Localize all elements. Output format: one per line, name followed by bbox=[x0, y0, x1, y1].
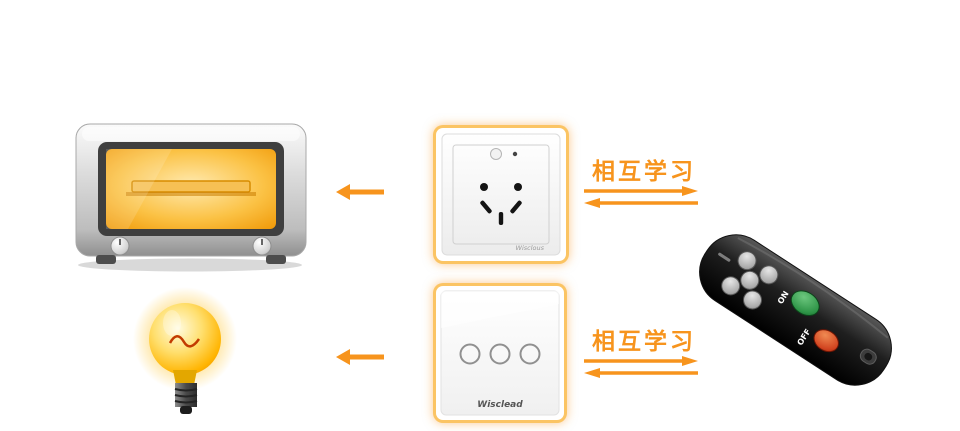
exchange-arrows-icon bbox=[584, 356, 698, 378]
light-bulb-illustration bbox=[130, 287, 242, 431]
exchange-arrows-bottom bbox=[584, 356, 698, 378]
smart-switch-panel: Wisclead bbox=[436, 286, 564, 420]
remote-button-right bbox=[759, 265, 779, 285]
oven-graphic bbox=[75, 123, 307, 272]
oven-knob-left bbox=[110, 236, 130, 256]
remote-lanyard-hole-inner bbox=[864, 352, 873, 361]
socket-brand-text: Wisclous bbox=[516, 244, 545, 252]
smart-socket-panel: Wisclous bbox=[436, 128, 566, 261]
bulb-screw-base bbox=[175, 383, 197, 407]
oven-glass-reflection bbox=[106, 149, 172, 229]
remote-button-up bbox=[737, 251, 757, 271]
remote-brand-print bbox=[718, 252, 731, 262]
socket-hole-left bbox=[480, 183, 488, 191]
arrow-left-icon bbox=[336, 349, 384, 365]
remote-on-button bbox=[790, 290, 820, 317]
socket-slot-left bbox=[480, 200, 492, 214]
learn-label-bottom: 相互学习 bbox=[584, 322, 704, 356]
arrow-socket-to-oven bbox=[336, 182, 384, 202]
socket-faceplate bbox=[441, 133, 561, 256]
oven-top-highlight bbox=[82, 127, 300, 141]
socket-inner-frame bbox=[452, 144, 550, 245]
oven-rack-shadow bbox=[126, 192, 256, 196]
remote-button-center bbox=[740, 270, 760, 290]
socket-indicator-led bbox=[512, 151, 518, 157]
remote-gloss bbox=[737, 237, 889, 339]
socket-slot-right bbox=[510, 200, 522, 214]
switch-touch-circle-3 bbox=[519, 343, 541, 365]
learn-label-top: 相互学习 bbox=[584, 152, 704, 186]
socket-graphic: Wisclous bbox=[441, 133, 561, 256]
oven-foot-right bbox=[266, 255, 286, 264]
oven-foot-left bbox=[96, 255, 116, 264]
oven-illustration bbox=[62, 118, 320, 273]
bulb-thread-2 bbox=[174, 394, 198, 398]
bulb-thread-1 bbox=[174, 388, 198, 392]
remote-graphic: ON OFF bbox=[699, 234, 892, 386]
socket-reset-button bbox=[490, 148, 502, 160]
bulb-contact-tip bbox=[180, 406, 192, 414]
learn-label-top-text: 相互学习 bbox=[592, 159, 696, 185]
bulb-filament bbox=[168, 335, 201, 348]
oven-knob-right bbox=[252, 236, 272, 256]
switch-touch-circle-2 bbox=[489, 343, 511, 365]
switch-brand-text: Wisclead bbox=[477, 400, 523, 410]
remote-button-down bbox=[743, 290, 763, 310]
learn-label-bottom-text: 相互学习 bbox=[592, 329, 696, 355]
socket-hole-right bbox=[514, 183, 522, 191]
switch-graphic: Wisclead bbox=[440, 290, 560, 416]
bulb-graphic bbox=[133, 287, 237, 414]
exchange-arrows-top bbox=[584, 186, 698, 208]
remote-off-button bbox=[813, 329, 839, 353]
bulb-glass bbox=[149, 303, 221, 375]
switch-sheen bbox=[441, 291, 559, 328]
bulb-highlight bbox=[163, 310, 181, 336]
bulb-neck bbox=[173, 370, 197, 385]
switch-touch-circle-1 bbox=[459, 343, 481, 365]
exchange-arrows-icon bbox=[584, 186, 698, 208]
remote-control: ON OFF bbox=[685, 220, 906, 399]
arrow-left-icon bbox=[336, 184, 384, 200]
bulb-thread-3 bbox=[174, 400, 198, 404]
remote-button-left bbox=[721, 276, 741, 296]
arrow-switch-to-bulb bbox=[336, 347, 384, 367]
socket-slot-bottom bbox=[498, 212, 504, 225]
oven-shadow bbox=[78, 258, 302, 272]
